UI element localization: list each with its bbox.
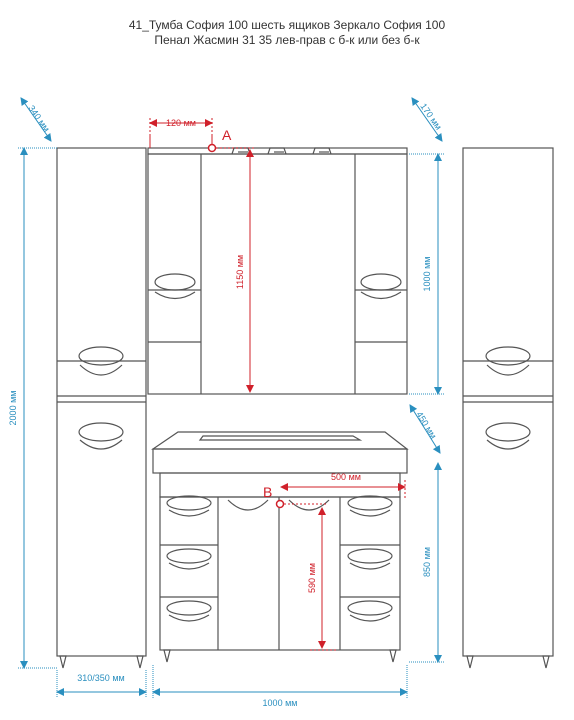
marker-b-label: B — [263, 484, 272, 500]
marker-b-point — [275, 499, 285, 509]
marker-a: A — [207, 127, 232, 153]
mounting-dimension-lines — [149, 118, 406, 651]
pencil-height-label: 2000 мм — [8, 391, 18, 426]
marker-a-label: A — [222, 127, 232, 143]
vanity-hook-offset-label: 500 мм — [331, 472, 361, 482]
mirror-depth-label: 170 мм — [418, 101, 443, 131]
marker-b: B — [263, 484, 285, 509]
right-pencil-cabinet — [462, 147, 554, 669]
drawing-title: 41_Тумба София 100 шесть ящиков Зеркало … — [0, 18, 574, 48]
vanity-unit — [151, 431, 409, 663]
mirror-hook-height-label: 1150 мм — [235, 255, 245, 289]
mirror-height-label: 1000 мм — [422, 257, 432, 292]
vanity-hook-height-label: 590 мм — [307, 563, 317, 593]
marker-a-point — [207, 143, 217, 153]
title-line-2: Пенал Жасмин 31 35 лев-прав с б-к или бе… — [154, 33, 420, 47]
vanity-depth-label: 450 мм — [414, 410, 438, 441]
title-line-1: 41_Тумба София 100 шесть ящиков Зеркало … — [128, 18, 446, 32]
mirror-offset-label: 120 мм — [166, 118, 196, 128]
vanity-width-label: 1000 мм — [263, 698, 298, 708]
mirror-cabinet — [147, 147, 408, 395]
pencil-depth-label: 340 мм — [26, 103, 51, 133]
vanity-height-label: 850 мм — [422, 547, 432, 577]
pencil-width-label: 310/350 мм — [77, 673, 124, 683]
left-pencil-cabinet — [56, 147, 147, 669]
dimension-lines — [18, 97, 444, 698]
